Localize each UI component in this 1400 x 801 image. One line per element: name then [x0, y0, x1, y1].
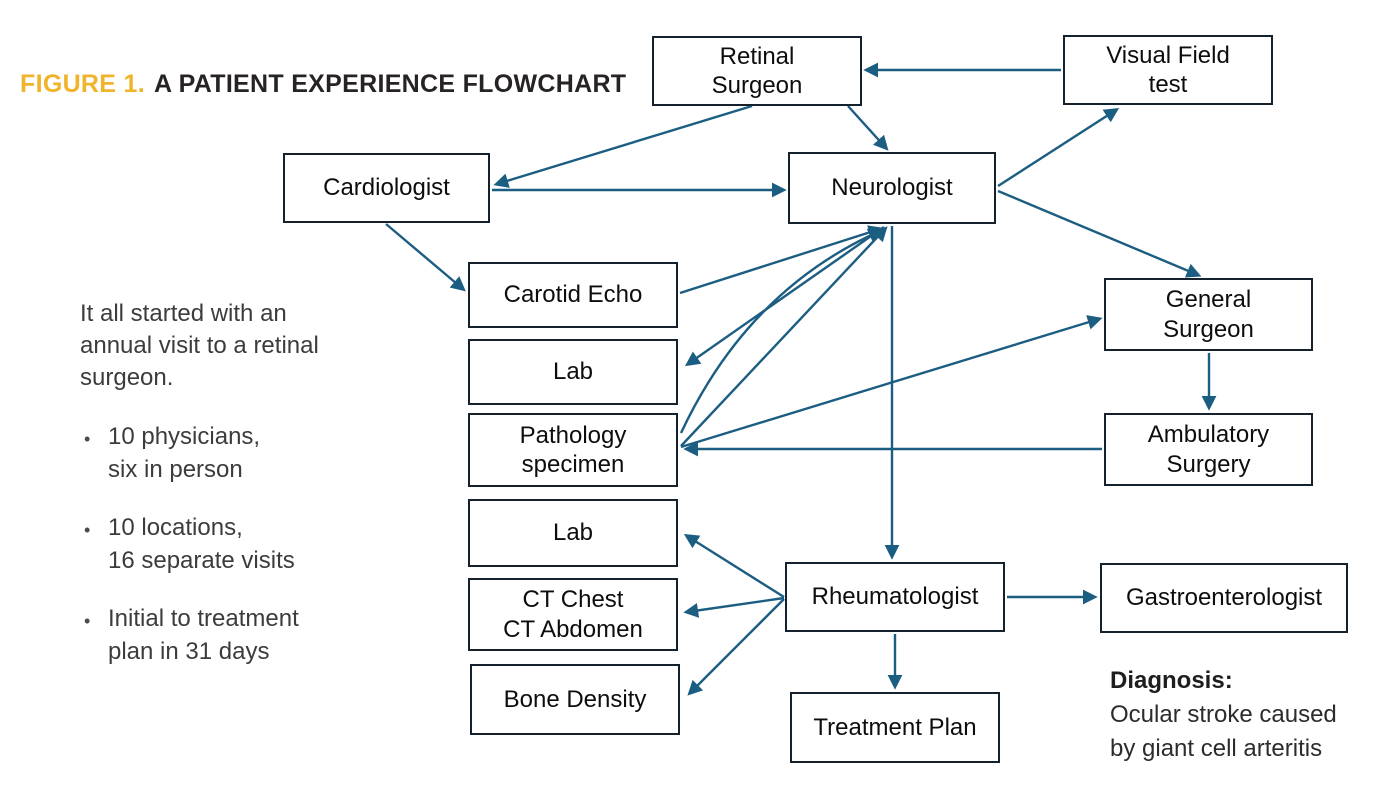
bullet-list: • 10 physicians, six in person • 10 loca… — [84, 420, 299, 693]
intro-text: It all started with an annual visit to a… — [80, 300, 319, 391]
node-lab-2: Lab — [468, 499, 678, 567]
edge-neurologist-to-lab-1 — [684, 226, 885, 367]
node-lab-1: Lab — [468, 339, 678, 405]
edge-neurologist-to-general-surgeon — [997, 189, 1202, 278]
edge-pathology-specimen-to-neurologist — [680, 226, 888, 447]
node-general-surgeon: General Surgeon — [1104, 278, 1313, 351]
edge-rheumatologist-to-lab-2 — [683, 534, 785, 599]
node-retinal-surgeon: Retinal Surgeon — [652, 36, 862, 106]
figure-title-text: A PATIENT EXPERIENCE FLOWCHART — [153, 70, 627, 98]
node-ambulatory-surgery: Ambulatory Surgery — [1104, 413, 1313, 486]
node-gastroenterologist: Gastroenterologist — [1100, 563, 1348, 633]
bullet-dot: • — [84, 520, 91, 540]
diagnosis-text: Ocular stroke caused by giant cell arter… — [1110, 701, 1337, 762]
bullet-item-physicians: • 10 physicians, six in person — [84, 420, 299, 486]
bullet-dot: • — [84, 611, 91, 631]
bullet-text-locations: 10 locations, 16 separate visits — [108, 514, 295, 574]
figure-label: FIGURE 1. — [20, 70, 145, 98]
edge-cardiologist-to-carotid-echo — [385, 223, 466, 292]
edge-retinal-surgeon-to-neurologist — [847, 105, 889, 151]
node-visual-field-test: Visual Field test — [1063, 35, 1273, 105]
bullet-item-locations: • 10 locations, 16 separate visits — [84, 511, 299, 577]
bullet-text-physicians: 10 physicians, six in person — [108, 423, 261, 483]
edge-carotid-echo-to-neurologist — [679, 225, 884, 295]
node-neurologist: Neurologist — [788, 152, 996, 224]
node-ct-chest-ct-abdomen: CT Chest CT Abdomen — [468, 578, 678, 651]
bullet-dot: • — [84, 429, 91, 449]
diagnosis-block: Diagnosis: Ocular stroke caused by giant… — [1110, 664, 1337, 766]
diagnosis-label: Diagnosis: — [1110, 667, 1233, 694]
node-pathology-specimen: Pathology specimen — [468, 413, 678, 487]
edge-rheumatologist-to-ct-chest-ct-abdomen — [683, 596, 785, 618]
bullet-text-treatment-time: Initial to treatment plan in 31 days — [108, 605, 299, 665]
edge-pathology-specimen-to-general-surgeon — [680, 315, 1103, 449]
node-cardiologist: Cardiologist — [283, 153, 490, 223]
edge-retinal-surgeon-to-cardiologist — [493, 104, 753, 188]
node-rheumatologist: Rheumatologist — [785, 562, 1005, 632]
node-treatment-plan: Treatment Plan — [790, 692, 1000, 763]
node-bone-density: Bone Density — [470, 664, 680, 735]
edge-neurologist-to-visual-field-test — [997, 107, 1120, 188]
node-carotid-echo: Carotid Echo — [468, 262, 678, 328]
figure-title: FIGURE 1. A PATIENT EXPERIENCE FLOWCHART — [20, 70, 626, 99]
edge-pathology-specimen-to-neurologist — [679, 228, 884, 434]
edge-rheumatologist-to-bone-density — [687, 598, 785, 696]
bullet-item-treatment-time: • Initial to treatment plan in 31 days — [84, 602, 299, 668]
